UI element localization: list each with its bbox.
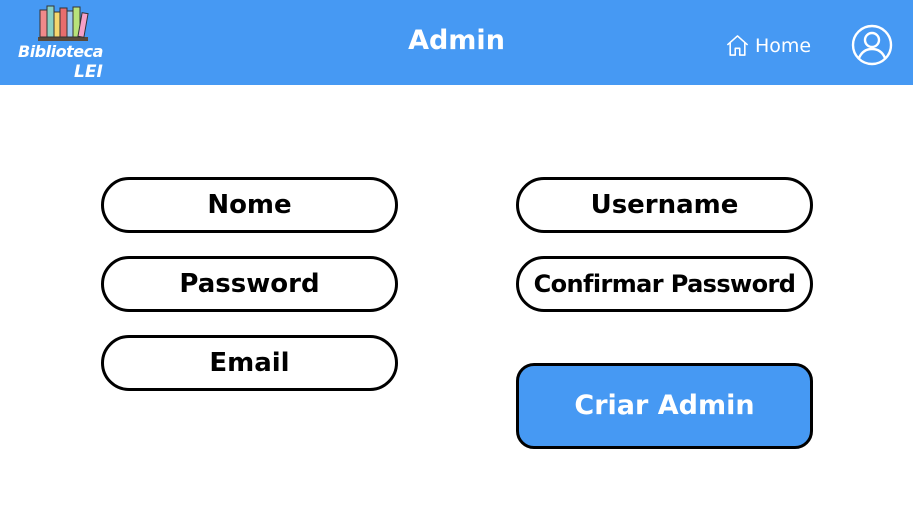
user-icon[interactable] xyxy=(851,24,893,66)
email-field[interactable]: Email xyxy=(101,335,398,391)
top-bar: Biblioteca LEI Admin Home xyxy=(0,0,913,85)
home-link[interactable]: Home xyxy=(724,32,811,59)
confirm-password-field[interactable]: Confirmar Password xyxy=(516,256,813,312)
logo-text-line2: LEI xyxy=(74,62,103,82)
books-logo-icon xyxy=(38,5,89,41)
home-icon xyxy=(726,35,749,56)
logo[interactable]: Biblioteca LEI xyxy=(14,4,114,84)
password-field[interactable]: Password xyxy=(101,256,398,312)
nome-field[interactable]: Nome xyxy=(101,177,398,233)
criar-admin-button[interactable]: Criar Admin xyxy=(516,363,813,449)
page-title: Admin xyxy=(408,25,505,56)
home-link-label: Home xyxy=(755,34,812,57)
username-field[interactable]: Username xyxy=(516,177,813,233)
logo-text-line1: Biblioteca xyxy=(18,42,103,61)
